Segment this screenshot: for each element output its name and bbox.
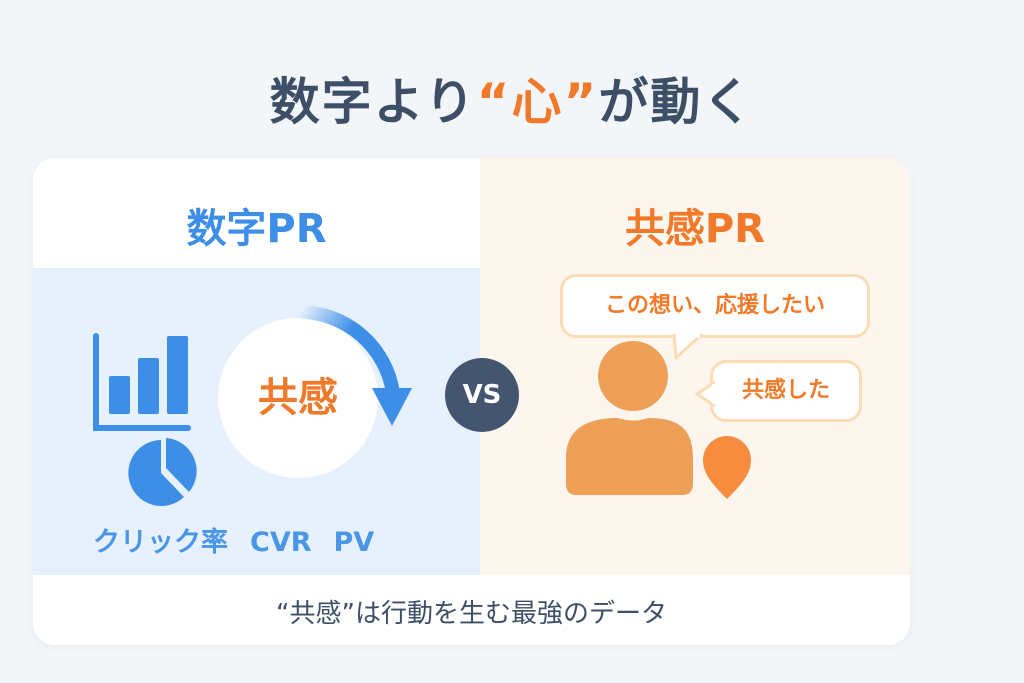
center-word: 共感 (258, 375, 338, 421)
metrics-labels: クリック率 CVR PV (93, 520, 396, 559)
footer-caption: “共感”は行動を生む最強のデータ (276, 599, 667, 629)
title-highlight: “心” (476, 73, 599, 131)
numbers-pr-heading: 数字PR (186, 206, 327, 252)
metric-cvr: CVR (250, 527, 312, 558)
speech-bubble-empathized: 共感した (710, 360, 862, 422)
vs-badge: VS (445, 358, 519, 432)
heart-drop-icon (703, 436, 751, 499)
left-header (33, 158, 480, 268)
title-text: 数字より (269, 73, 477, 131)
metric-pv: PV (333, 527, 375, 558)
person-icon (566, 341, 693, 495)
speech-bubble-support: この想い、応援したい (560, 274, 870, 338)
comparison-card: 数字PR 共感PR 共感 クリック率 CVR PV VS この想い、応援したい 共感… (33, 158, 910, 645)
bubble-tail-2 (695, 380, 715, 408)
curved-arrow-icon (299, 305, 412, 426)
bubble-tail (672, 334, 704, 362)
footer (33, 575, 910, 645)
main-title: 数字より“心”が動く (0, 62, 1024, 134)
empathy-pr-heading: 共感PR (624, 206, 766, 252)
pie-chart-icon (128, 438, 197, 506)
metric-click-rate: クリック率 (93, 527, 228, 558)
title-text-end: が動く (598, 73, 755, 131)
bar-chart-icon (93, 333, 191, 431)
empathy-circle: 共感 (218, 318, 378, 478)
